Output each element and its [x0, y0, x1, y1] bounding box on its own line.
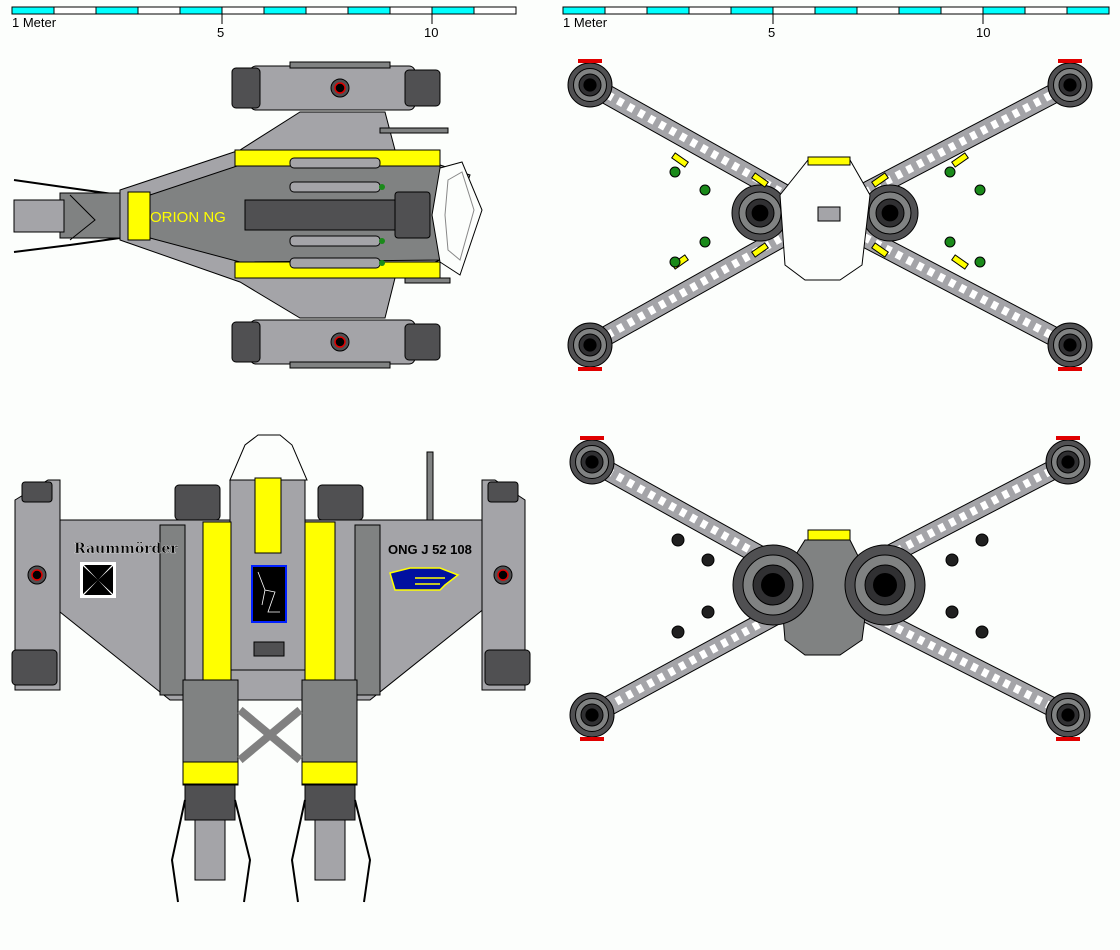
top-view: Raummörder ONG J 52 108	[11, 434, 531, 903]
scale-segment	[814, 6, 858, 15]
scale-segment	[562, 6, 606, 15]
missile-rear	[945, 553, 959, 567]
scale-segment	[179, 6, 223, 15]
missile-rear	[671, 533, 685, 547]
right-wing-pod	[481, 479, 531, 691]
registration-number: ONG J 52 108	[388, 542, 472, 557]
scale-segment	[473, 6, 517, 15]
scale-segment	[431, 6, 475, 15]
missile-tip	[669, 256, 681, 268]
scale-segment	[688, 6, 732, 15]
scale-segment	[940, 6, 984, 15]
iron-cross-icon	[80, 562, 116, 598]
scale-unit-label-left: 1 Meter	[12, 15, 57, 30]
rear-view	[569, 436, 1091, 741]
scale-segment	[305, 6, 349, 15]
top-canopy	[229, 434, 308, 481]
yellow-marker	[871, 172, 889, 188]
scale-segment	[772, 6, 816, 15]
missile-tip	[669, 166, 681, 178]
missile-tip	[944, 166, 956, 178]
ship-name: Raummörder	[74, 541, 178, 557]
missile-rear	[945, 605, 959, 619]
side-canopy	[431, 161, 483, 276]
antenna	[426, 451, 434, 523]
missile-rear	[975, 533, 989, 547]
missile-tip	[944, 236, 956, 248]
scale-bar-right	[562, 6, 1110, 24]
side-claws	[13, 179, 121, 253]
scale-segment	[95, 6, 139, 15]
missile-tip	[699, 184, 711, 196]
scale-segment	[11, 6, 55, 15]
missile-tip	[974, 184, 986, 196]
scale-segment	[137, 6, 181, 15]
hull-marking-text: ORION NG	[150, 209, 226, 226]
scale-segment	[730, 6, 774, 15]
scale-tick-5-left: 5	[217, 25, 224, 40]
upper-engine-pod	[231, 61, 441, 111]
scale-segment	[982, 6, 1026, 15]
missile-rear	[701, 553, 715, 567]
scale-tick-10-left: 10	[424, 25, 438, 40]
lower-engine-nacelles	[182, 679, 358, 786]
scale-tick-5-right: 5	[768, 25, 775, 40]
yellow-marker	[871, 242, 889, 258]
missile-rear	[975, 625, 989, 639]
scale-segment	[263, 6, 307, 15]
scale-segment	[646, 6, 690, 15]
missile-rear	[671, 625, 685, 639]
yellow-marker	[751, 172, 769, 188]
squadron-insignia-icon	[389, 567, 460, 591]
missile-rack	[289, 157, 385, 269]
scale-segment	[1024, 6, 1068, 15]
scale-segment	[221, 6, 265, 15]
lower-engine-pod	[231, 319, 441, 369]
scale-segment	[604, 6, 648, 15]
top-claws	[170, 784, 372, 903]
scale-tick-10-right: 10	[976, 25, 990, 40]
side-view: ORION NG	[13, 61, 483, 369]
scale-bar-left	[11, 6, 517, 24]
scale-segment	[53, 6, 97, 15]
orion-emblem	[251, 565, 287, 623]
scale-segment	[347, 6, 391, 15]
yellow-marker	[751, 242, 769, 258]
scale-segment	[1066, 6, 1110, 15]
left-wing-pod	[11, 479, 61, 691]
missile-tip	[974, 256, 986, 268]
yellow-marker	[951, 152, 969, 168]
missile-tip	[699, 236, 711, 248]
scale-unit-label-right: 1 Meter	[563, 15, 608, 30]
yellow-marker	[951, 254, 969, 270]
scale-segment	[389, 6, 433, 15]
missile-rear	[701, 605, 715, 619]
yellow-marker	[671, 152, 689, 168]
scale-segment	[856, 6, 900, 15]
scale-segment	[898, 6, 942, 15]
front-view	[567, 59, 1093, 371]
